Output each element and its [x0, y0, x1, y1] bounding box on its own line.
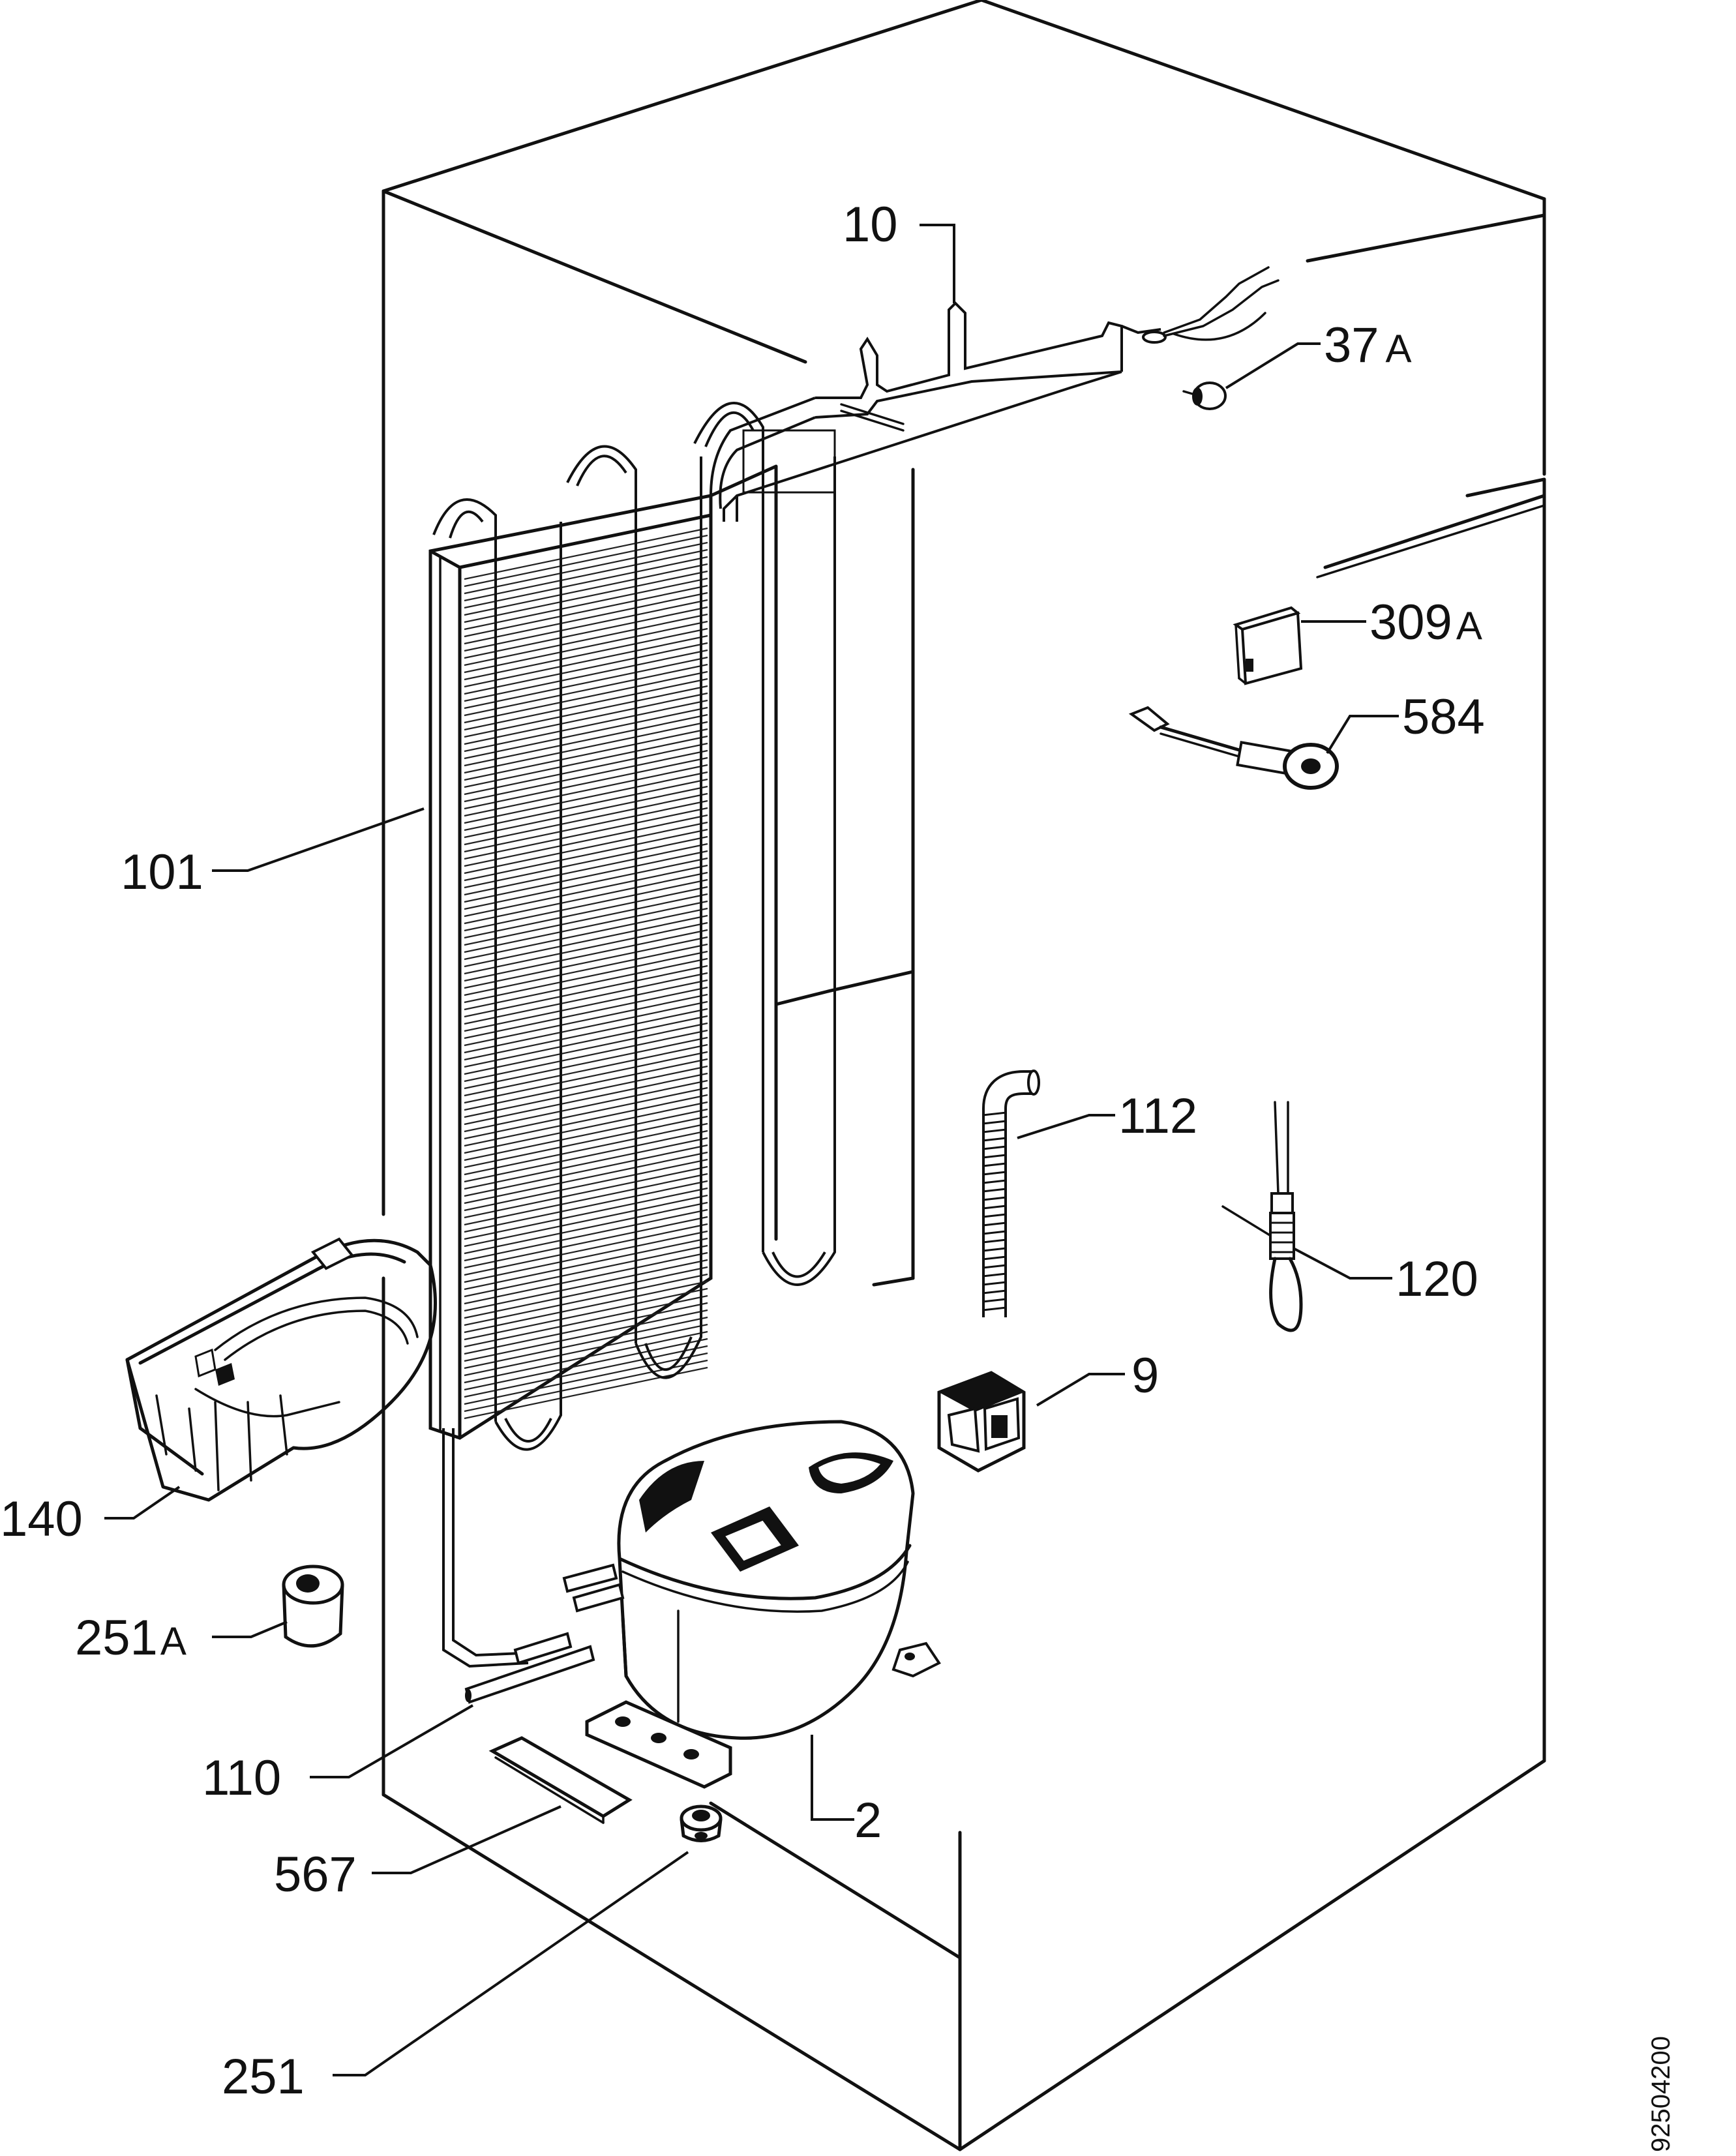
thermostat-wires — [1142, 266, 1280, 344]
label-part-584: 584 — [1402, 689, 1485, 745]
condenser — [428, 301, 1161, 1668]
part-309a-box — [1233, 606, 1303, 685]
label-part-112: 112 — [1118, 1088, 1197, 1144]
label-part-251a: 251A — [75, 1610, 187, 1666]
part-112-drain-tube — [982, 1070, 1040, 1317]
label-part-101: 101 — [121, 845, 203, 900]
part-567-plate — [488, 1736, 633, 1824]
part-9-relay — [937, 1371, 1026, 1473]
part-120-heater — [1221, 1101, 1303, 1332]
label-part-10: 10 — [843, 197, 898, 252]
part-110-filter — [464, 1645, 595, 1704]
label-part-110: 110 — [202, 1750, 281, 1806]
label-part-9: 9 — [1131, 1348, 1159, 1403]
leader-lines — [104, 224, 1399, 2076]
label-part-251: 251 — [222, 2049, 305, 2104]
label-part-140: 140 — [0, 1491, 83, 1547]
label-part-567: 567 — [274, 1847, 357, 1902]
part-251-bushing — [680, 1804, 723, 1842]
label-part-2: 2 — [854, 1793, 882, 1848]
part-140-drip-tray — [125, 1237, 437, 1502]
part-251a-grommet — [282, 1565, 344, 1648]
cabinet-outline — [382, 0, 1546, 2151]
label-part-120: 120 — [1396, 1251, 1478, 1307]
part-2-compressor — [513, 1420, 941, 1789]
document-number: 92504200 — [1647, 2036, 1675, 2152]
part-584-lead — [1128, 706, 1339, 790]
part-37a-cap — [1182, 382, 1227, 410]
